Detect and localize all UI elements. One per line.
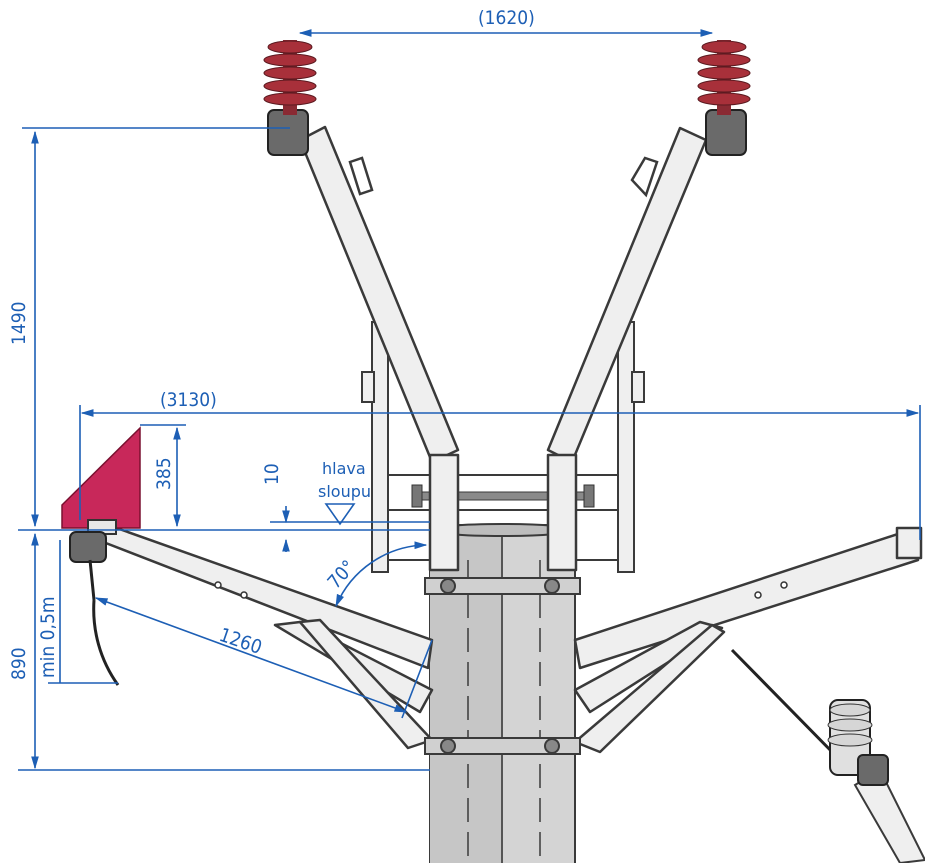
head-offset-label: 10 xyxy=(261,463,283,485)
height-lower-label: 890 xyxy=(8,647,30,680)
left-insulator-icon xyxy=(263,40,317,156)
warning-sign xyxy=(61,426,141,529)
upper-v-arms xyxy=(298,125,708,572)
arm-span-label: (3130) xyxy=(160,389,217,411)
sign-height-label: 385 xyxy=(153,457,175,490)
pole-head-label-line1: hlava xyxy=(322,459,366,478)
top-span-label: (1620) xyxy=(478,7,535,29)
angle-label: 70° xyxy=(323,556,360,593)
concrete-pole xyxy=(429,523,576,863)
right-crossarm xyxy=(573,526,923,754)
dimension-lines xyxy=(18,29,921,771)
right-cutoff-insulator-icon xyxy=(730,648,925,863)
min-clearance-label: min 0,5m xyxy=(37,597,59,679)
pole-head-marker-icon xyxy=(324,503,356,526)
pole-head-label-line2: sloupu xyxy=(318,482,371,501)
arm-handles xyxy=(348,156,659,198)
right-insulator-icon xyxy=(697,40,751,156)
brace-length-label: 1260 xyxy=(216,624,264,659)
pole-clamps xyxy=(424,577,581,755)
height-upper-label: 1490 xyxy=(8,302,30,346)
arm-holes xyxy=(214,581,788,599)
threaded-rod xyxy=(411,484,595,508)
